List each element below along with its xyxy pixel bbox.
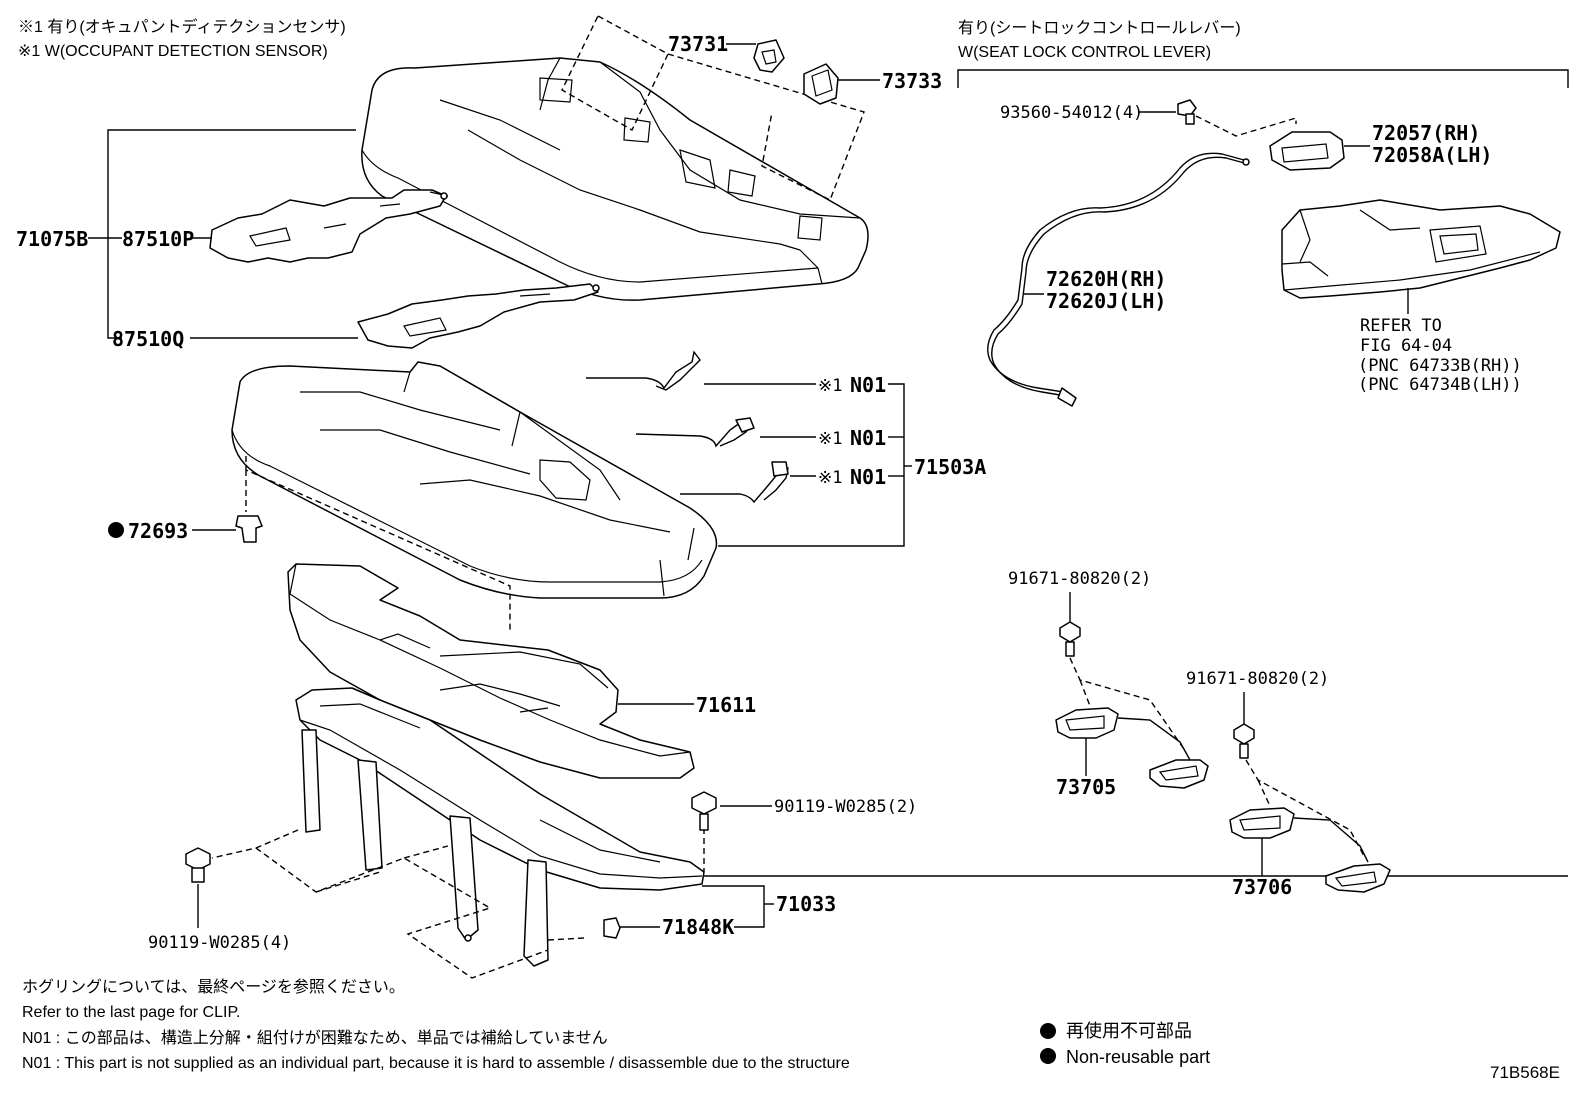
sensor-wire-3: [680, 465, 789, 504]
label-90119-w0285-4: 90119-W0285(4): [148, 933, 291, 953]
label-90119-w0285-2: 90119-W0285(2): [774, 797, 917, 817]
frame-bolt-dashes: [211, 829, 299, 859]
legend-jp: 再使用不可部品: [1066, 1021, 1192, 1041]
label-n01-1: N01: [850, 373, 886, 397]
bolt-90119-w0285-4: [185, 847, 211, 871]
refer-line-2: FIG 64-04: [1360, 336, 1452, 356]
refer-line-1: REFER TO: [1360, 316, 1442, 336]
figure-code: 71B568E: [1490, 1063, 1560, 1082]
clip-note-en: Refer to the last page for CLIP.: [22, 1004, 241, 1021]
nonreusable-mark-72693: [108, 522, 124, 538]
pin-71848K: [603, 917, 621, 939]
cover-73733: [803, 63, 839, 105]
screw-93560: [1177, 99, 1197, 117]
label-87510Q: 87510Q: [112, 327, 184, 351]
occupant-note-en: ※1 W(OCCUPANT DETECTION SENSOR): [18, 43, 328, 60]
label-72057: 72057(RH): [1372, 121, 1480, 145]
legend-nonreusable-icon-2: [1040, 1048, 1056, 1064]
mark-n01-2: ※1: [818, 429, 842, 449]
label-87510P: 87510P: [122, 227, 194, 251]
label-n01-2: N01: [850, 426, 886, 450]
seatlock-note-en: W(SEAT LOCK CONTROL LEVER): [958, 44, 1211, 61]
label-73705: 73705: [1056, 775, 1116, 799]
label-91671-a: 91671-80820(2): [1008, 569, 1151, 589]
cable-72620H: [987, 152, 1245, 401]
clip-73731: [753, 39, 785, 73]
heater-87510P: [209, 189, 449, 263]
mark-n01-1: ※1: [818, 376, 842, 396]
label-73706: 73706: [1232, 875, 1292, 899]
n01-note-en: N01 : This part is not supplied as an in…: [22, 1055, 850, 1072]
bolt-90119-w0285-2: [691, 791, 717, 815]
label-71848K: 71848K: [662, 915, 734, 939]
legend-nonreusable-icon: [1040, 1023, 1056, 1039]
hinge-cover-73705: [1055, 707, 1209, 789]
label-n01-3: N01: [850, 465, 886, 489]
seat-cushion-assembly: [231, 361, 718, 599]
label-72693: 72693: [128, 519, 188, 543]
label-73731: 73731: [668, 32, 728, 56]
label-72620H: 72620H(RH): [1046, 267, 1166, 291]
bolt-91671-a: [1059, 621, 1081, 643]
trim-cover-64733B: [1281, 199, 1561, 299]
clip-72693: [235, 515, 263, 543]
n01-note-jp: N01 : この部品は、構造上分解・組付けが困難なため、単品では補給していません: [22, 1029, 608, 1047]
seatlock-group-bracket: [957, 69, 1569, 88]
frame-71033: [295, 687, 705, 967]
hinge-cover-73706: [1229, 807, 1391, 893]
label-71611: 71611: [696, 693, 756, 717]
seat-back-assembly: [361, 57, 869, 301]
mark-n01-3: ※1: [818, 468, 842, 488]
clip-note-jp: ホグリングについては、最終ページを参照ください。: [22, 978, 405, 996]
sensor-wire-2: [635, 419, 754, 448]
clip-73733-dashes: [667, 53, 865, 201]
label-93560: 93560-54012(4): [1000, 103, 1143, 123]
label-71075B: 71075B: [16, 227, 88, 251]
label-71503A: 71503A: [914, 455, 986, 479]
refer-line-4: (PNC 64734B(LH)): [1358, 375, 1522, 395]
lever-72057: [1269, 131, 1345, 171]
clip-73731-dashes: [561, 15, 669, 131]
occupant-note-jp: ※1 有り(オキュパントディテクションセンサ): [18, 17, 346, 36]
sensor-wire-1: [586, 350, 701, 391]
label-72058A: 72058A(LH): [1372, 143, 1492, 167]
label-73733: 73733: [882, 69, 942, 93]
label-72620J: 72620J(LH): [1046, 289, 1166, 313]
legend-en: Non-reusable part: [1066, 1047, 1210, 1067]
bolt-91671-b: [1233, 723, 1255, 745]
heater-87510Q: [357, 283, 600, 349]
seatlock-note-jp: 有り(シートロックコントロールレバー): [958, 19, 1241, 37]
refer-line-3: (PNC 64733B(RH)): [1358, 356, 1522, 376]
label-71033: 71033: [776, 892, 836, 916]
label-91671-b: 91671-80820(2): [1186, 669, 1329, 689]
clip-72693-dashes: [245, 456, 511, 632]
